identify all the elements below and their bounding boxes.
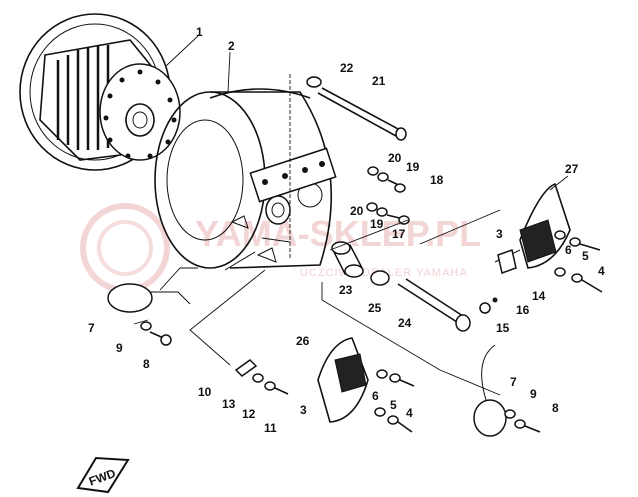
callout-6a: 6 [565,243,572,257]
callout-5b: 5 [390,398,397,412]
stator-assembly [19,13,181,171]
callout-labels: 1 2 22 21 20 19 18 20 19 17 27 3 5 6 4 1… [88,25,605,435]
callout-6b: 6 [372,389,379,403]
callout-18: 18 [430,173,444,187]
rotor-flywheel [154,88,337,271]
callout-20b: 20 [350,204,364,218]
callout-25: 25 [368,301,382,315]
callout-20a: 20 [388,151,402,165]
callout-8b: 8 [552,401,559,415]
callout-4b: 4 [406,406,413,420]
callout-4a: 4 [598,264,605,278]
washer-25 [370,270,390,286]
spacer-23 [331,241,364,278]
callout-9a: 9 [116,341,123,355]
contact-breaker-right [494,182,603,293]
callout-17: 17 [392,227,406,241]
pin-24 [397,278,471,332]
callout-10: 10 [198,385,212,399]
condenser-lower [473,344,541,437]
callout-21: 21 [372,74,386,88]
callout-16: 16 [516,303,530,317]
leader-lines [133,35,569,325]
callout-7b: 7 [510,375,517,389]
callout-9b: 9 [530,387,537,401]
callout-26: 26 [296,334,310,348]
screw-set-upper [367,166,406,193]
callout-27: 27 [565,162,579,176]
callout-1: 1 [196,25,203,39]
callout-24: 24 [398,316,412,330]
callout-2: 2 [228,39,235,53]
screw-set-lower [366,202,410,225]
callout-22: 22 [340,61,354,75]
callout-14: 14 [532,289,546,303]
callout-15: 15 [496,321,510,335]
screw-15-16 [479,297,498,314]
callout-7a: 7 [88,321,95,335]
contact-breaker-lower [317,337,415,433]
callout-12: 12 [242,407,256,421]
callout-3b: 3 [300,403,307,417]
callout-13: 13 [222,397,236,411]
connector-lines [159,74,501,396]
fwd-arrow: FWD [76,456,130,494]
clip-10 [234,359,289,395]
callout-8a: 8 [143,357,150,371]
callout-19b: 19 [370,217,384,231]
condenser-left [107,283,191,346]
callout-3a: 3 [496,227,503,241]
callout-23: 23 [339,283,353,297]
callout-11: 11 [264,421,277,435]
callout-19a: 19 [406,160,420,174]
callout-5a: 5 [582,249,589,263]
long-bolt [306,76,407,141]
